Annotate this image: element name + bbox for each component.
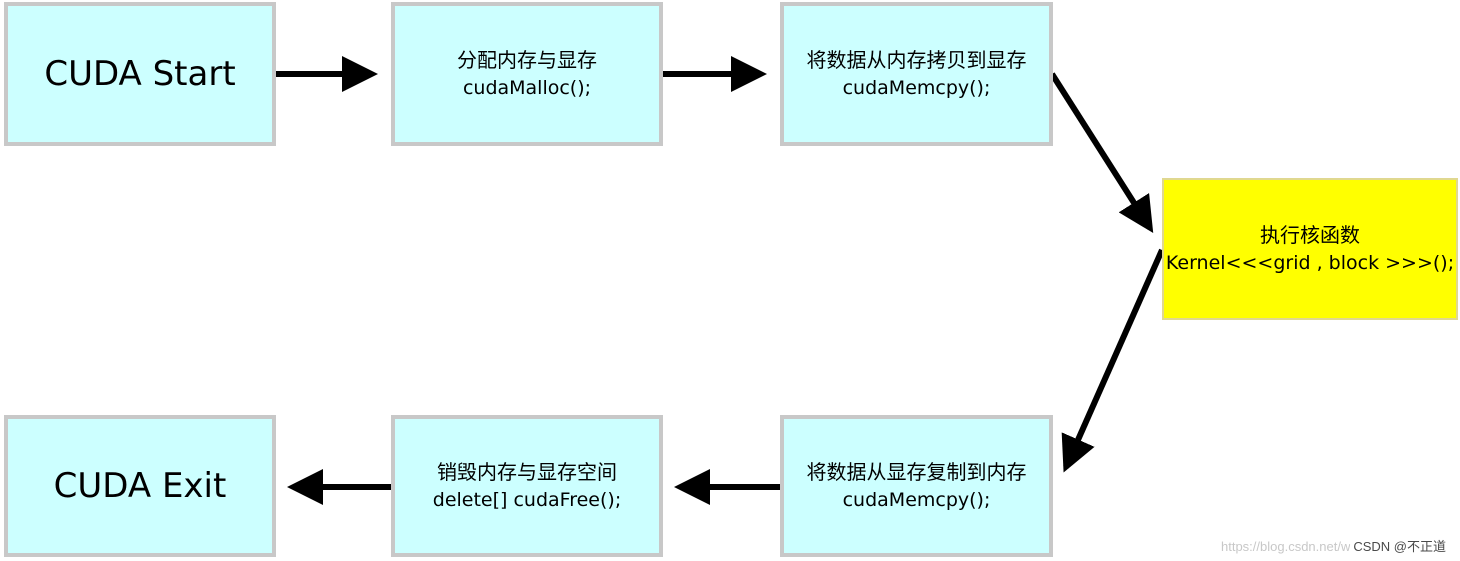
node-copy-to-device-code: cudaMemcpy(); bbox=[842, 77, 991, 99]
node-free-title: 销毁内存与显存空间 bbox=[437, 460, 617, 484]
arrow-copy-to-kernel bbox=[1049, 72, 1154, 234]
node-kernel-code: Kernel<<<grid , block >>>(); bbox=[1165, 252, 1455, 274]
arrow-kernel-to-copyback bbox=[1061, 248, 1165, 473]
node-copy-to-device: 将数据从内存拷贝到显存 cudaMemcpy(); bbox=[780, 2, 1053, 146]
node-cuda-start: CUDA Start bbox=[4, 2, 276, 146]
node-copy-to-host-title: 将数据从显存复制到内存 bbox=[806, 460, 1027, 484]
node-copy-to-host: 将数据从显存复制到内存 cudaMemcpy(); bbox=[780, 415, 1053, 557]
node-cuda-start-label: CUDA Start bbox=[44, 54, 236, 94]
watermark-label: CSDN @不正道 bbox=[1350, 539, 1446, 554]
node-kernel: 执行核函数 Kernel<<<grid , block >>>(); bbox=[1162, 178, 1458, 320]
node-cuda-exit-label: CUDA Exit bbox=[53, 466, 227, 506]
node-malloc-code: cudaMalloc(); bbox=[462, 77, 592, 99]
node-copy-to-host-code: cudaMemcpy(); bbox=[842, 489, 991, 511]
node-cuda-exit: CUDA Exit bbox=[4, 415, 276, 557]
node-kernel-title: 执行核函数 bbox=[1260, 223, 1360, 247]
node-malloc: 分配内存与显存 cudaMalloc(); bbox=[391, 2, 663, 146]
node-free: 销毁内存与显存空间 delete[] cudaFree(); bbox=[391, 415, 663, 557]
node-copy-to-device-title: 将数据从内存拷贝到显存 bbox=[806, 48, 1027, 72]
watermark-url: https://blog.csdn.net/w bbox=[1220, 539, 1351, 554]
node-free-code: delete[] cudaFree(); bbox=[432, 489, 622, 511]
node-malloc-title: 分配内存与显存 bbox=[457, 48, 597, 72]
